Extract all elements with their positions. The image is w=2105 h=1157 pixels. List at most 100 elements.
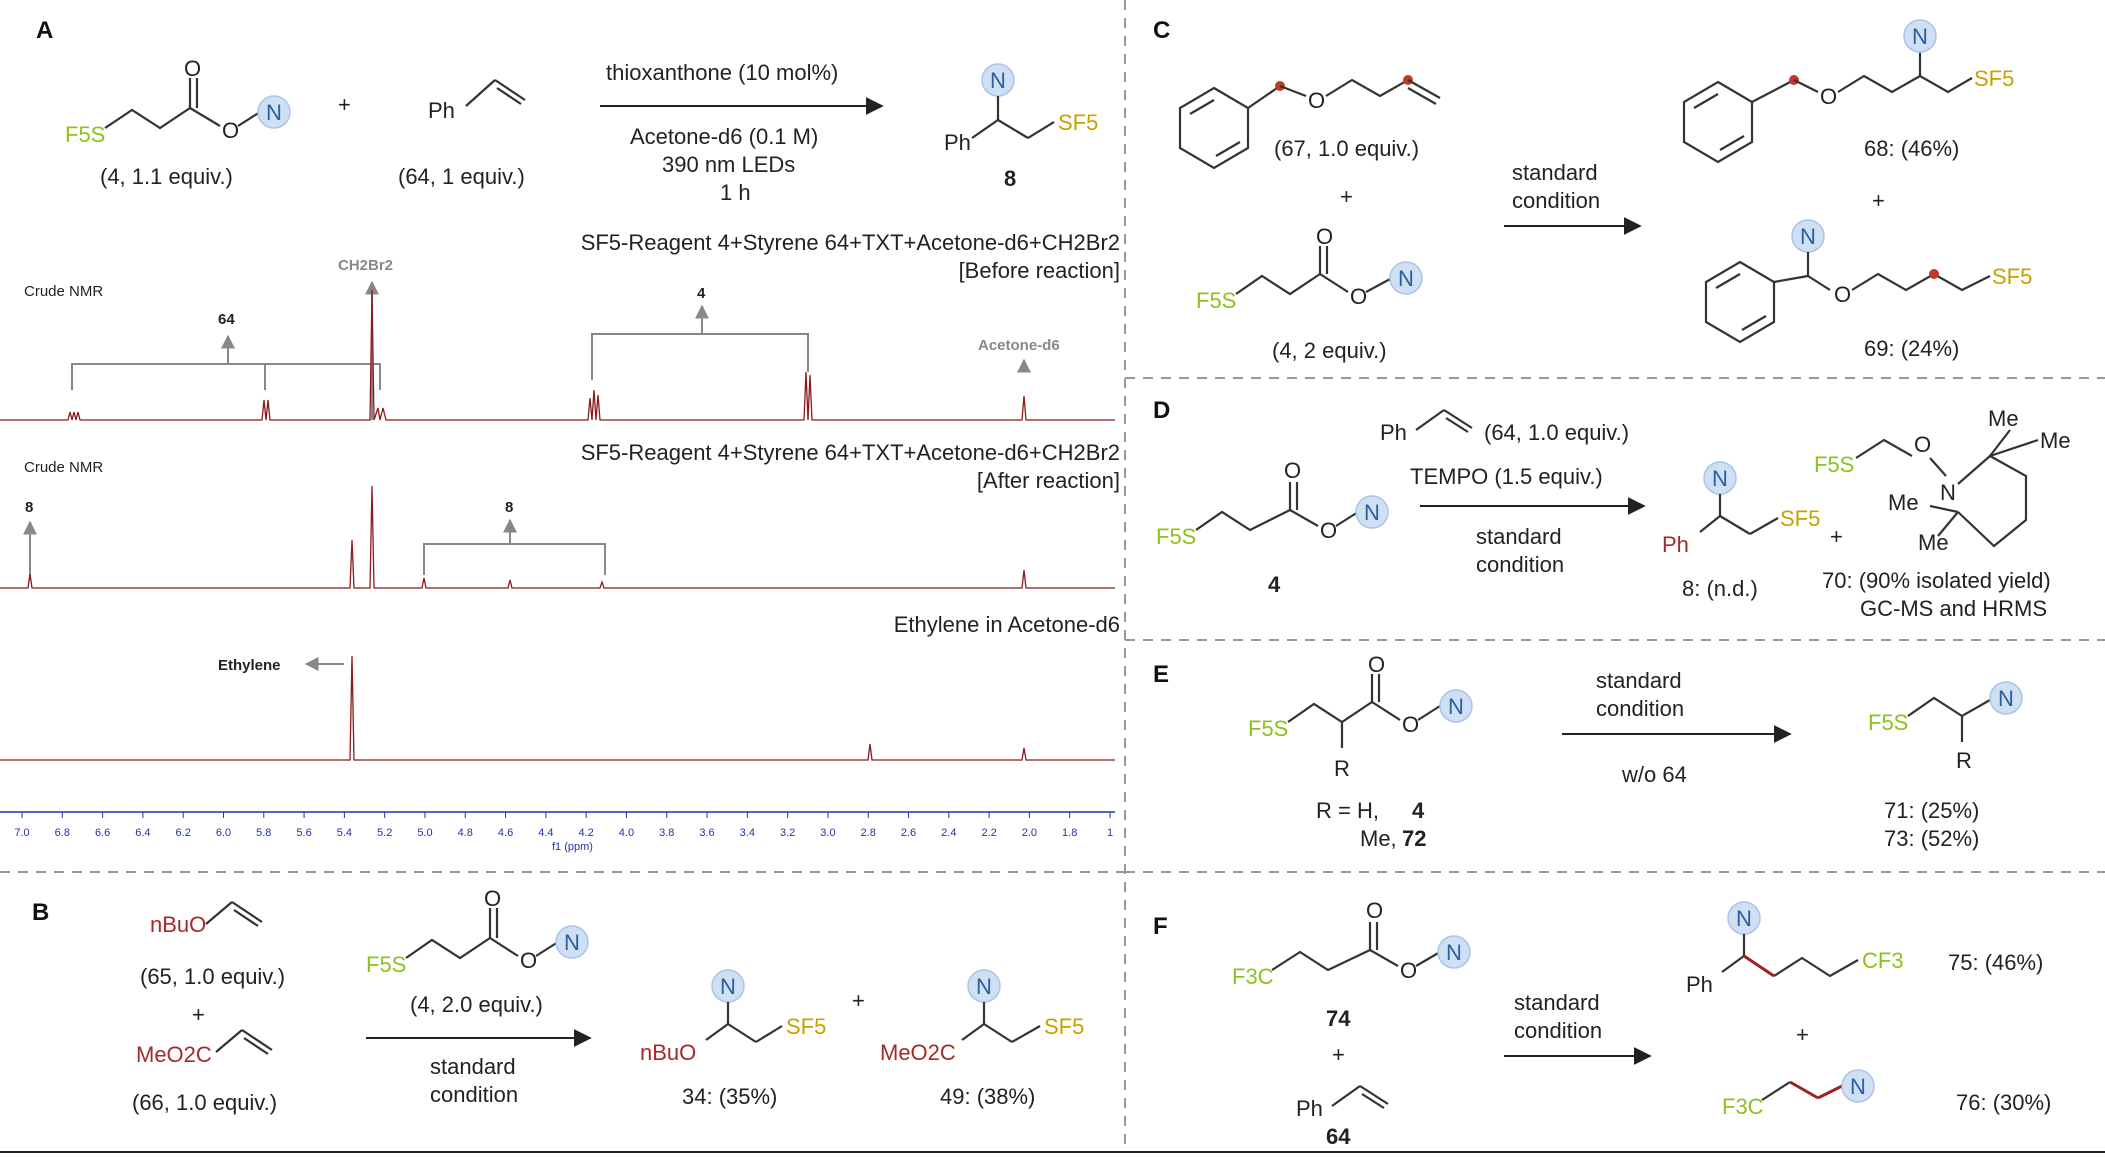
product-70-note: GC-MS and HRMS [1860,596,2047,621]
axis-tick-label: 7.0 [14,827,29,839]
svg-text:O: O [1402,712,1419,737]
axis-tick-label: 2.4 [941,827,956,839]
svg-text:F5S: F5S [1196,288,1236,313]
product-71-label: 71: (25%) [1884,798,1979,823]
spectrum-3-title: Ethylene in Acetone-d6 [894,612,1120,637]
reagent-label-c: (4, 2 equiv.) [1272,338,1387,363]
svg-text:MeO2C: MeO2C [880,1040,956,1065]
panel-d: D Ph (64, 1.0 equiv.) TEMPO (1.5 equiv.)… [1153,397,2071,621]
svg-text:Ph: Ph [944,130,971,155]
nbuo-group: nBuO [150,912,206,937]
svg-text:N: N [1448,694,1464,719]
axis-tick-label: 2.2 [981,827,996,839]
without-64-text: w/o 64 [1621,762,1687,787]
svg-text:+: + [1340,184,1353,209]
svg-text:Me: Me [2040,428,2071,453]
svg-text:R: R [1334,756,1350,781]
panel-b: B nBuO (65, 1.0 equiv.) + MeO2C (66, 1.0… [32,886,1084,1115]
svg-text:SF5: SF5 [1044,1014,1084,1039]
axis-tick-label: 3.0 [820,827,835,839]
svg-text:condition: condition [1512,188,1600,213]
svg-text:N: N [1712,466,1728,491]
panel-f: F F3C O O N 74 + Ph 64 standard conditio… [1153,898,2051,1149]
carbonyl-o: O [184,56,201,81]
styrene-label: (64, 1 equiv.) [398,164,525,189]
svg-text:standard: standard [430,1054,516,1079]
axis-tick-label: 6.4 [135,827,150,839]
axis-tick-label: 2.6 [901,827,916,839]
spectrum-2-title: SF5-Reagent 4+Styrene 64+TXT+Acetone-d6+… [581,440,1120,465]
svg-text:condition: condition [1476,552,1564,577]
svg-text:F3C: F3C [1722,1094,1764,1119]
svg-text:CF3: CF3 [1862,948,1904,973]
svg-text:condition: condition [430,1082,518,1107]
svg-text:O: O [1320,518,1337,543]
svg-text:N: N [1364,500,1380,525]
svg-text:O: O [484,886,501,911]
product-70-label: 70: (90% isolated yield) [1822,568,2051,593]
nmr-spectrum-after: SF5-Reagent 4+Styrene 64+TXT+Acetone-d6+… [0,440,1120,589]
svg-text:O: O [1316,224,1333,249]
panel-f-label: F [1153,913,1168,940]
axis-tick-label: 2.0 [1022,827,1037,839]
svg-text:N: N [1912,24,1928,49]
axis-tick-label: 6.6 [95,827,110,839]
svg-text:N: N [1940,480,1956,505]
product-8-d-label: 8: (n.d.) [1682,576,1758,601]
svg-text:72: 72 [1402,826,1426,851]
svg-text:Ph: Ph [1662,532,1689,557]
svg-text:SF5: SF5 [1780,506,1820,531]
ester-o: O [222,118,239,143]
tempo-text: TEMPO (1.5 equiv.) [1410,464,1603,489]
svg-text:O: O [1400,958,1417,983]
svg-text:SF5: SF5 [1974,66,2014,91]
reagent-74-id: 74 [1326,1006,1351,1031]
panel-e-label: E [1153,661,1169,688]
svg-text:F5S: F5S [1156,524,1196,549]
f5s-group: F5S [65,122,105,147]
panel-d-label: D [1153,397,1170,424]
spectrum-2-subtitle: [After reaction] [977,468,1120,493]
axis-tick-label: 4.6 [498,827,513,839]
plus-sign-b: + [192,1002,205,1027]
sub-67-label: (67, 1.0 equiv.) [1274,136,1419,161]
panel-c-label: C [1153,17,1170,44]
svg-text:+: + [852,988,865,1013]
svg-text:nBuO: nBuO [640,1040,696,1065]
axis-tick-label: 4.0 [619,827,634,839]
svg-text:O: O [1308,88,1325,113]
styrene-label-d: (64, 1.0 equiv.) [1484,420,1629,445]
svg-text:N: N [266,100,282,125]
svg-text:Me: Me [1918,530,1949,555]
svg-text:O: O [1834,282,1851,307]
svg-text:N: N [990,68,1006,93]
product-8-label: 8 [1004,166,1016,191]
svg-text:condition: condition [1514,1018,1602,1043]
svg-text:standard: standard [1596,668,1682,693]
panel-e: E F5S R O O N R = H, 4 Me, 72 standard c… [1153,652,2023,851]
axis-tick-label: 3.4 [740,827,755,839]
axis-tick-label: 4.8 [458,827,473,839]
svg-text:O: O [1350,284,1367,309]
axis-tick-label: 5.6 [296,827,311,839]
svg-text:Ph: Ph [1296,1096,1323,1121]
spectrum-2-header: Crude NMR [24,459,103,476]
svg-text:+: + [1796,1022,1809,1047]
product-73-label: 73: (52%) [1884,826,1979,851]
axis-tick-label: 6.8 [55,827,70,839]
svg-text:O: O [520,948,537,973]
peak-label-64: 64 [218,311,235,328]
product-69-label: 69: (24%) [1864,336,1959,361]
peak-label-4: 4 [697,285,706,302]
reagent-label-b: (4, 2.0 equiv.) [410,992,543,1017]
svg-text:O: O [1366,898,1383,923]
peak-label-8a: 8 [25,499,33,516]
meo2c-group: MeO2C [136,1042,212,1067]
axis-tick-label: 1 [1107,827,1113,839]
svg-text:N: N [1998,686,2014,711]
svg-text:R: R [1956,748,1972,773]
svg-text:N: N [1850,1074,1866,1099]
svg-text:O: O [1284,458,1301,483]
reagent-4-id: 4 [1268,572,1281,597]
